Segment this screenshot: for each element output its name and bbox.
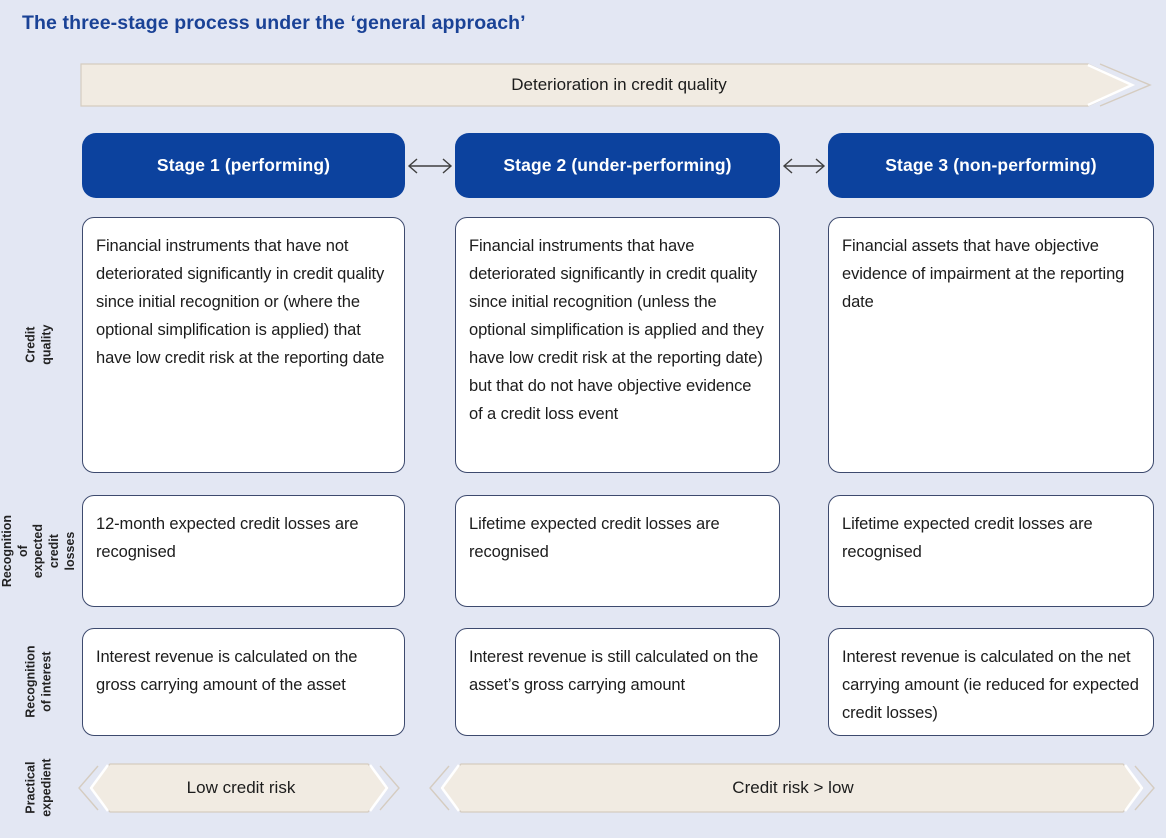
row-label-text: Practical expedient [23,758,53,818]
ecl-stage-2-cell: Lifetime expected credit losses are reco… [455,495,780,607]
credit-quality-stage-3-cell: Financial assets that have objective evi… [828,217,1154,473]
stage-1-header: Stage 1 (performing) [82,133,405,198]
right-arrow-shape [80,63,1152,107]
double-pointed-shape [429,763,1155,813]
interest-stage-3-cell: Interest revenue is calculated on the ne… [828,628,1154,736]
interest-stage-2-cell: Interest revenue is still calculated on … [455,628,780,736]
interest-stage-1-cell: Interest revenue is calculated on the gr… [82,628,405,736]
row-label-credit-quality: Credit quality [0,217,78,473]
double-arrow-icon [407,158,453,174]
low-credit-risk-arrow: Low credit risk [76,762,406,814]
row-label-text: Credit quality [23,324,53,366]
row-label-recognition-of-interest: Recognition of interest [0,628,78,736]
credit-risk-greater-than-low-arrow: Credit risk > low [427,762,1159,814]
row-label-practical-expedient: Practical expedient [0,758,78,818]
ecl-stage-3-cell: Lifetime expected credit losses are reco… [828,495,1154,607]
stage-2-header: Stage 2 (under-performing) [455,133,780,198]
ecl-stage-1-cell: 12-month expected credit losses are reco… [82,495,405,607]
deterioration-banner: Deterioration in credit quality [80,62,1158,108]
credit-quality-stage-2-cell: Financial instruments that have deterior… [455,217,780,473]
row-label-text: Recognition of expected credit losses [0,514,77,588]
deterioration-banner-label: Deterioration in credit quality [511,75,727,94]
double-pointed-shape [78,763,400,813]
stage-3-header: Stage 3 (non-performing) [828,133,1154,198]
row-label-recognition-of-expected-credit-losses: Recognition of expected credit losses [0,495,78,607]
credit-risk-greater-than-low-label: Credit risk > low [732,778,854,797]
double-arrow-icon [782,158,826,174]
credit-quality-stage-1-cell: Financial instruments that have not dete… [82,217,405,473]
page-title: The three-stage process under the ‘gener… [22,12,526,34]
row-label-text: Recognition of interest [23,645,53,719]
low-credit-risk-label: Low credit risk [186,778,296,797]
